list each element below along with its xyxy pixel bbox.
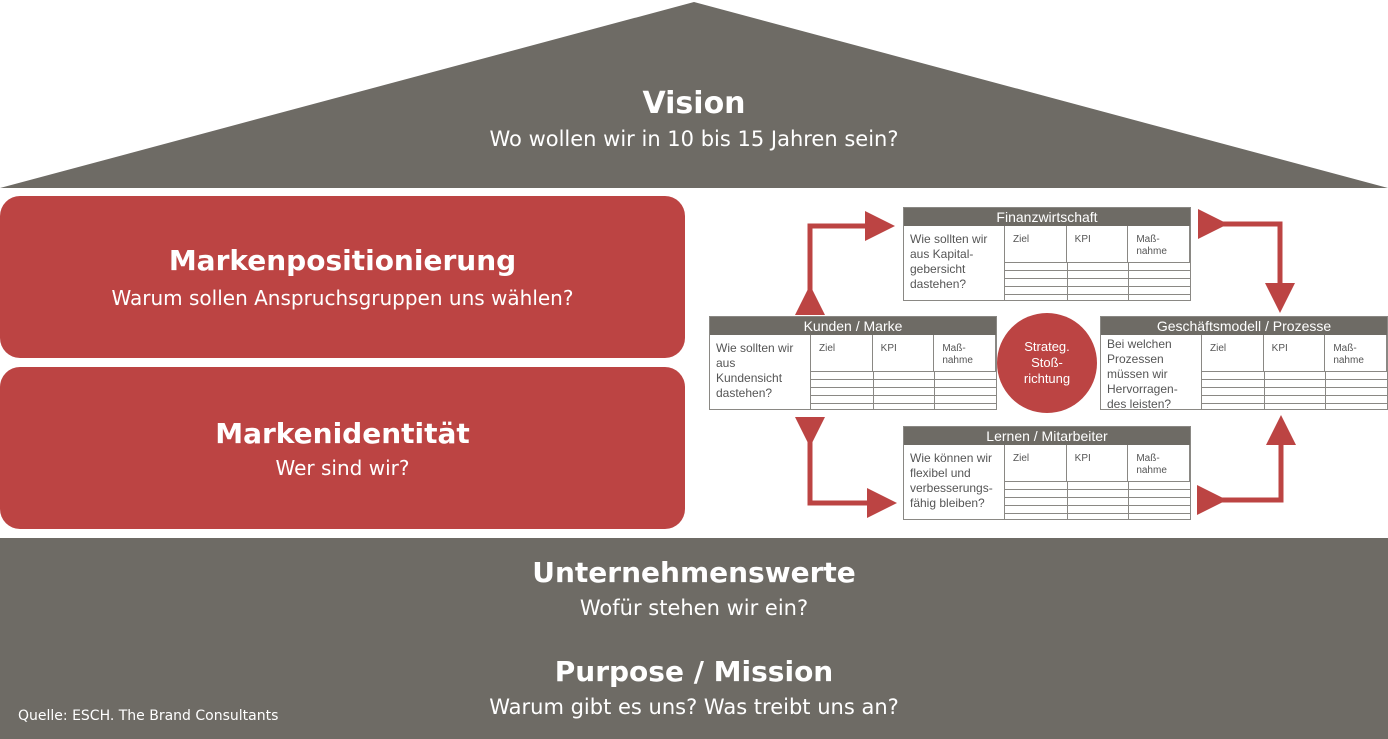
column-massnahme: Maß-nahme [1128,445,1190,481]
column-ziel: Ziel [1005,445,1067,481]
source-note: Quelle: ESCH. The Brand Consultants [18,708,279,724]
customer-card: Kunden / Marke Wie sollten wir aus Kunde… [709,316,997,410]
vision-title: Vision [642,86,746,121]
vision-roof [0,2,1388,188]
column-ziel: Ziel [811,335,873,371]
column-ziel: Ziel [1202,335,1264,371]
strategic-thrust-label: Strateg. Stoß-richtung [1023,339,1071,386]
column-massnahme: Maß-nahme [934,335,996,371]
process-card: Geschäftsmodell / Prozesse Bei welchen P… [1100,316,1388,411]
learning-card-title: Lernen / Mitarbeiter [904,427,1190,445]
learning-card-question: Wie können wir flexibel und verbesserung… [910,451,993,510]
values-subtitle: Wofür stehen wir ein? [579,596,809,620]
finance-card-title: Finanzwirtschaft [904,208,1190,226]
purpose-subtitle: Warum gibt es uns? Was treibt uns an? [489,695,899,719]
arrow-bottom-right [1197,415,1296,515]
column-kpi: KPI [1264,335,1326,371]
column-kpi: KPI [1067,226,1129,262]
strategic-thrust-circle: Strateg. Stoß-richtung [997,313,1097,413]
positioning-subtitle: Warum sollen Anspruchsgruppen uns wählen… [111,286,574,310]
finance-card-columns: Ziel KPI Maß-nahme [1004,226,1190,300]
values-title: Unternehmenswerte [532,556,856,589]
column-ziel: Ziel [1005,226,1067,262]
identity-subtitle: Wer sind wir? [275,456,410,480]
column-kpi: KPI [873,335,935,371]
customer-card-question: Wie sollten wir aus Kundensicht dastehen… [716,341,794,400]
process-card-columns: Ziel KPI Maß-nahme [1201,335,1387,409]
column-kpi: KPI [1067,445,1129,481]
identity-box: Markenidentität Wer sind wir? [0,367,685,529]
column-massnahme: Maß-nahme [1128,226,1190,262]
identity-title: Markenidentität [215,417,470,450]
scorecard-arrows [795,209,1296,518]
arrow-top-left [795,211,895,315]
foundation-base: Unternehmenswerte Wofür stehen wir ein? … [0,538,1388,739]
positioning-title: Markenpositionierung [168,244,517,277]
card-grid-lines [1202,371,1387,409]
positioning-box: Markenpositionierung Warum sollen Anspru… [0,196,685,358]
customer-card-title: Kunden / Marke [710,317,996,335]
arrow-bottom-left [795,417,897,518]
card-grid-lines [1005,481,1190,519]
process-card-title: Geschäftsmodell / Prozesse [1101,317,1387,335]
card-grid-lines [1005,262,1190,300]
customer-card-columns: Ziel KPI Maß-nahme [810,335,996,409]
arrow-top-right [1198,209,1295,313]
card-grid-lines [811,371,996,409]
vision-subtitle: Wo wollen wir in 10 bis 15 Jahren sein? [489,127,899,151]
finance-card: Finanzwirtschaft Wie sollten wir aus Kap… [903,207,1191,301]
learning-card: Lernen / Mitarbeiter Wie können wir flex… [903,426,1191,520]
finance-card-question: Wie sollten wir aus Kapital-gebersicht d… [910,232,988,291]
column-massnahme: Maß-nahme [1325,335,1387,371]
process-card-question: Bei welchen Prozessen müssen wir Hervorr… [1107,337,1178,411]
purpose-title: Purpose / Mission [554,655,834,688]
learning-card-columns: Ziel KPI Maß-nahme [1004,445,1190,519]
